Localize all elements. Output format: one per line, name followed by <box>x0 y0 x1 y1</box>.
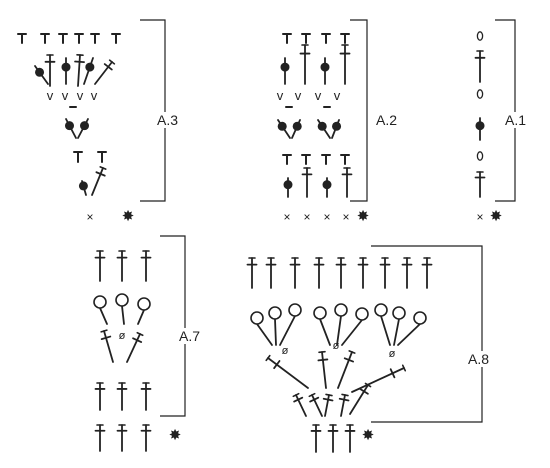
single-crochet-mark: × <box>342 210 349 224</box>
stitch-stroke <box>340 399 349 401</box>
stitch-stroke <box>398 324 420 345</box>
diagram-bracket <box>140 20 165 201</box>
bobble-filled <box>80 121 89 130</box>
diagram-bracket <box>350 20 367 201</box>
diagram-label-a8: A.8 <box>467 351 490 367</box>
bobble-filled <box>65 121 74 130</box>
stitch-stroke <box>101 330 107 332</box>
bobble-open <box>314 307 326 319</box>
bobble-filled <box>332 122 341 131</box>
stitch-stroke <box>122 306 124 324</box>
chain-stitch <box>477 32 482 40</box>
skip-ring-mark: ø <box>389 348 396 360</box>
increase-v-mark: v <box>47 88 54 103</box>
increase-v-mark: v <box>334 88 341 103</box>
start-marker-star: ✸ <box>490 208 503 225</box>
bobble-open <box>393 307 405 319</box>
bobble-open <box>94 296 106 308</box>
diagram-label-a3: A.3 <box>156 112 179 128</box>
stitch-stroke <box>342 394 348 395</box>
stitch-stroke <box>257 324 272 345</box>
bobble-filled <box>293 122 302 131</box>
diagram-label-a7: A.7 <box>178 328 201 344</box>
stitch-stroke <box>341 395 345 416</box>
stitch-stroke <box>394 319 399 345</box>
stitch-stroke <box>324 399 333 401</box>
stitch-stroke <box>342 320 362 345</box>
start-marker-star: ✸ <box>362 427 375 444</box>
stitch-stroke <box>325 395 329 416</box>
stitch-stroke <box>95 62 112 84</box>
bobble-filled <box>476 121 485 130</box>
bobble-filled <box>323 180 332 189</box>
bobble-filled <box>318 122 327 131</box>
bobble-filled <box>85 63 94 72</box>
increase-v-mark: v <box>77 88 84 103</box>
single-crochet-mark: × <box>323 210 330 224</box>
increase-v-mark: v <box>62 88 69 103</box>
stitch-stroke <box>320 319 330 345</box>
chain-stitch <box>477 90 482 98</box>
diagram-label-a2: A.2 <box>375 112 398 128</box>
bobble-filled <box>62 63 71 72</box>
stitch-stroke <box>104 331 113 362</box>
bobble-filled <box>278 122 287 131</box>
increase-v-mark: v <box>295 88 302 103</box>
stitch-stroke <box>319 352 325 353</box>
stitch-stroke <box>403 365 406 370</box>
bobble-filled <box>79 181 88 190</box>
bobble-open <box>335 304 347 316</box>
stitch-stroke <box>268 358 308 388</box>
increase-v-mark: v <box>91 88 98 103</box>
stitch-stroke <box>75 62 84 63</box>
increase-v-mark: v <box>315 88 322 103</box>
single-crochet-mark: × <box>283 210 290 224</box>
bobble-open <box>251 312 263 324</box>
stitch-stroke <box>280 316 295 345</box>
stitch-stroke <box>102 337 111 340</box>
bobble-filled <box>321 63 330 72</box>
bobble-open <box>356 308 368 320</box>
bobble-open <box>138 298 150 310</box>
stitch-stroke <box>326 394 332 395</box>
stitch-stroke <box>349 351 355 353</box>
diagram-bracket <box>160 236 185 416</box>
bobble-filled <box>284 180 293 189</box>
skip-ring-mark: ø <box>282 345 289 357</box>
bobble-open <box>116 294 128 306</box>
single-crochet-mark: × <box>303 210 310 224</box>
start-marker-star: ✸ <box>357 208 370 225</box>
single-crochet-mark: × <box>476 210 483 224</box>
start-marker-star: ✸ <box>122 208 135 225</box>
stitch-stroke <box>322 352 326 388</box>
start-marker-star: ✸ <box>169 427 182 444</box>
bobble-open <box>375 304 387 316</box>
bobble-open <box>289 304 301 316</box>
bobble-open <box>414 312 426 324</box>
diagram-bracket <box>495 20 515 201</box>
bobble-filled <box>35 68 44 77</box>
stitch-stroke <box>100 308 107 324</box>
stitch-stroke <box>275 319 276 345</box>
stitch-stroke <box>78 55 80 86</box>
skip-ring-mark: ø <box>333 340 340 352</box>
stitch-stroke <box>138 310 144 324</box>
stitch-stroke <box>100 167 106 169</box>
stitch-stroke <box>318 359 327 360</box>
increase-v-mark: v <box>277 88 284 103</box>
bobble-open <box>269 307 281 319</box>
single-crochet-mark: × <box>86 210 93 224</box>
skip-ring-mark: ø <box>119 330 126 342</box>
stitch-stroke <box>338 352 352 388</box>
chain-stitch <box>477 152 482 160</box>
stitch-stroke <box>381 316 390 345</box>
diagram-label-a1: A.1 <box>504 112 527 128</box>
bobble-filled <box>281 63 290 72</box>
